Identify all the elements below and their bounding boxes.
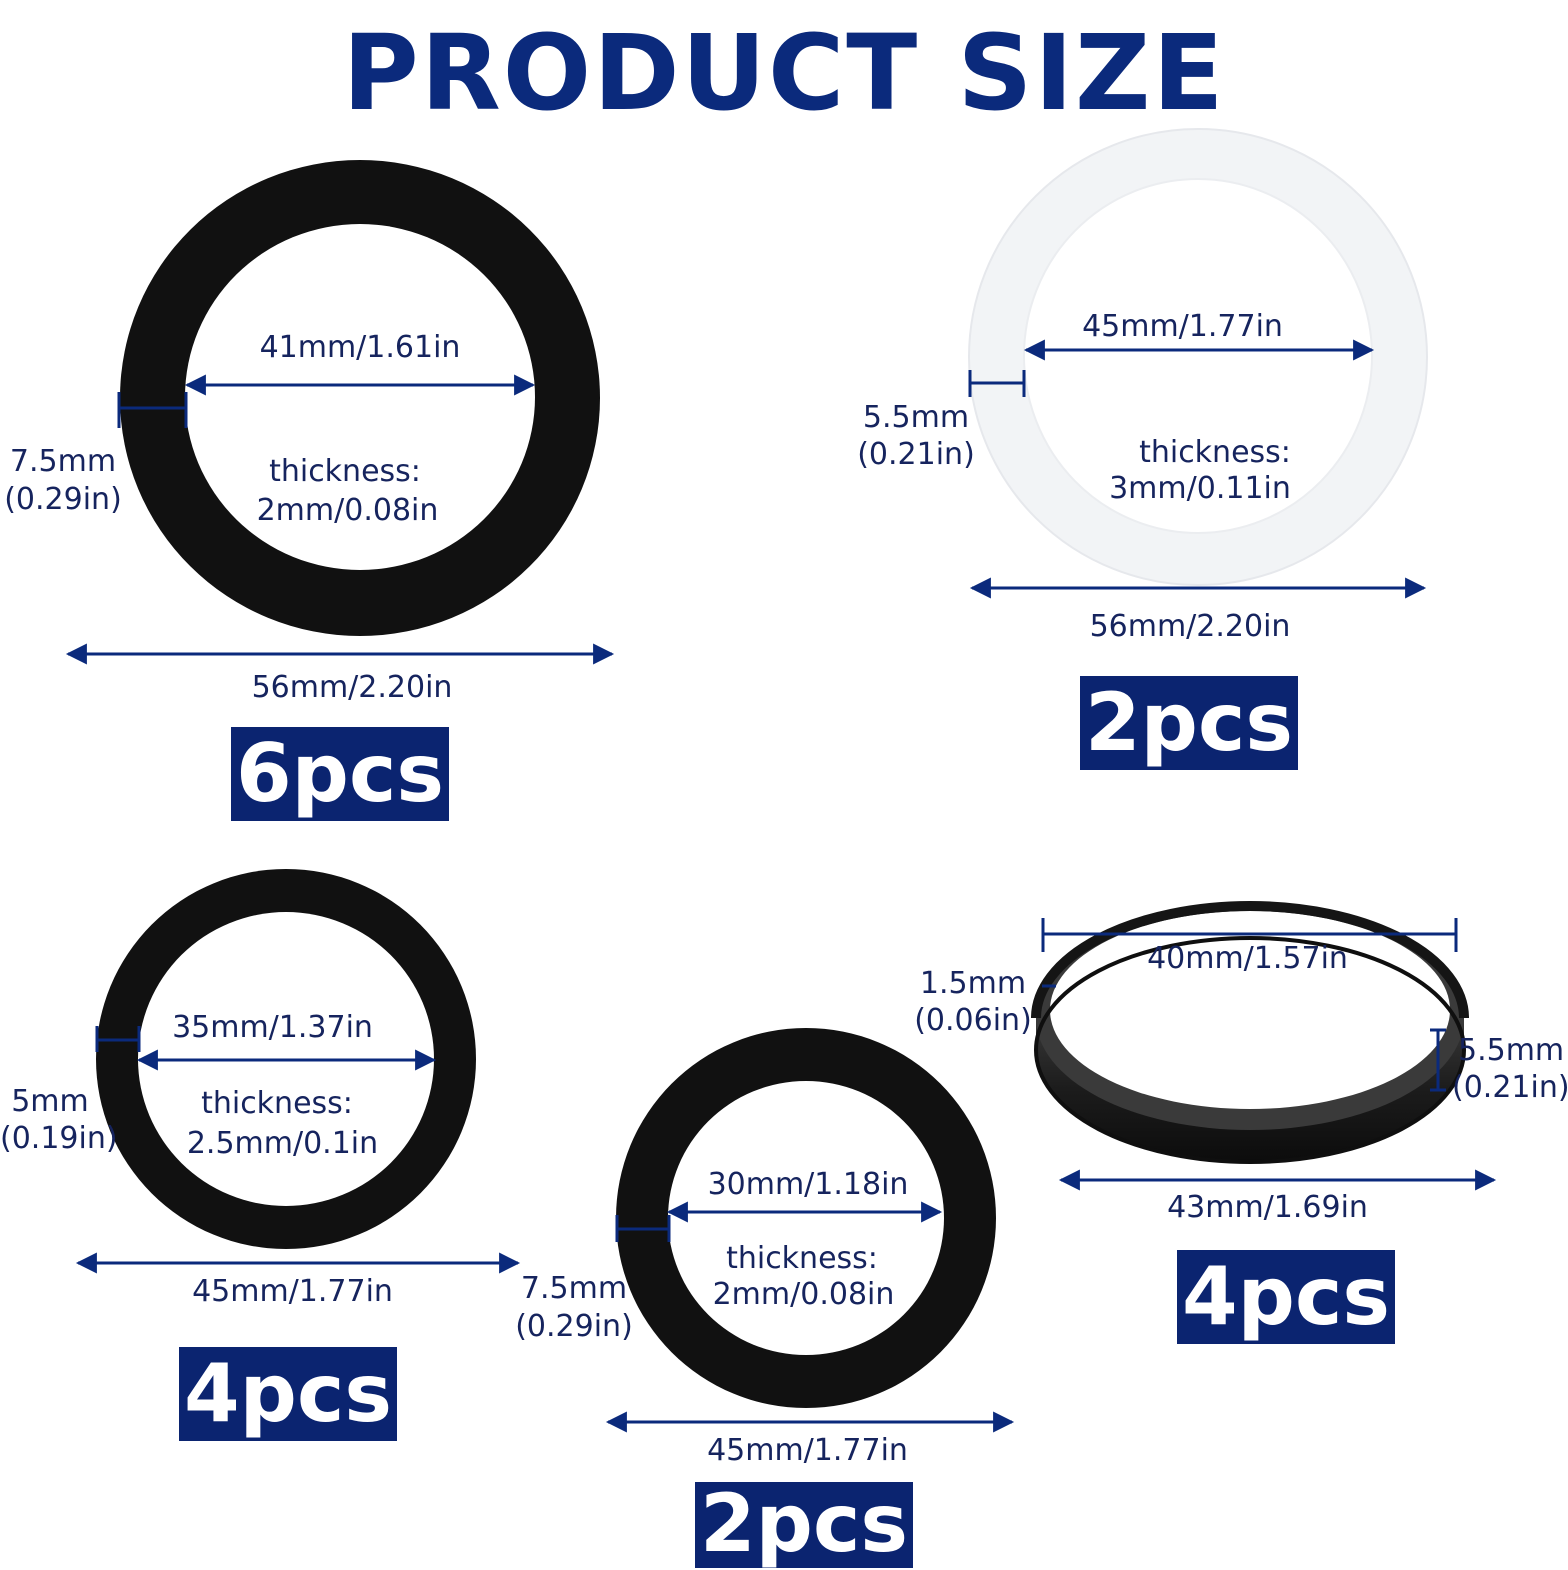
ring-width-mm-label: 7.5mm xyxy=(9,444,117,479)
ring-width-in-label: (0.19in) xyxy=(0,1121,118,1156)
wall-thickness-in-label: (0.06in) xyxy=(914,1003,1032,1038)
ring-width-in-label: (0.29in) xyxy=(515,1309,633,1344)
thickness-heading: thickness: xyxy=(1139,435,1291,470)
ring-black-band xyxy=(1031,901,1469,1164)
outer-diameter-label: 45mm/1.77in xyxy=(707,1433,908,1468)
thickness-value: 2mm/0.08in xyxy=(712,1277,895,1312)
ring-width-mm-label: 5.5mm xyxy=(862,400,970,435)
thickness-value: 2mm/0.08in xyxy=(256,493,439,528)
band-height-in-label: (0.21in) xyxy=(1452,1070,1568,1105)
ring-width-mm-label: 7.5mm xyxy=(520,1271,628,1306)
outer-diameter-label: 43mm/1.69in xyxy=(1167,1190,1368,1225)
ring-width-in-label: (0.29in) xyxy=(4,482,122,517)
quantity-badge: 2pcs xyxy=(1080,676,1298,770)
inner-diameter-label: 30mm/1.18in xyxy=(707,1167,909,1202)
quantity-badge: 4pcs xyxy=(1177,1250,1395,1344)
thickness-value: 2.5mm/0.1in xyxy=(186,1126,379,1161)
quantity-badge: 2pcs xyxy=(695,1482,913,1568)
thickness-heading: thickness: xyxy=(201,1086,353,1121)
ring-white xyxy=(968,128,1428,586)
quantity-badge: 6pcs xyxy=(231,727,449,821)
quantity-badge: 4pcs xyxy=(179,1347,397,1441)
ring-black-large xyxy=(120,160,600,636)
inner-diameter-label: 41mm/1.61in xyxy=(259,330,461,365)
wall-thickness-mm-label: 1.5mm xyxy=(919,966,1027,1001)
inner-diameter-label: 35mm/1.37in xyxy=(172,1010,373,1045)
band-height-mm-label: 5.5mm xyxy=(1458,1033,1565,1068)
inner-diameter-label: 45mm/1.77in xyxy=(1082,309,1283,344)
ring-width-mm-label: 5mm xyxy=(11,1084,89,1119)
outer-diameter-label: 56mm/2.20in xyxy=(1089,609,1291,644)
thickness-heading: thickness: xyxy=(269,454,421,489)
outer-diameter-label: 56mm/2.20in xyxy=(251,670,453,705)
outer-diameter-label: 45mm/1.77in xyxy=(192,1274,393,1309)
ring-black-small xyxy=(616,1028,996,1408)
thickness-value: 3mm/0.11in xyxy=(1109,471,1291,506)
inner-diameter-label: 40mm/1.57in xyxy=(1147,941,1348,976)
thickness-heading: thickness: xyxy=(726,1241,878,1276)
ring-width-in-label: (0.21in) xyxy=(857,437,975,472)
page-title: PRODUCT SIZE xyxy=(342,12,1226,134)
